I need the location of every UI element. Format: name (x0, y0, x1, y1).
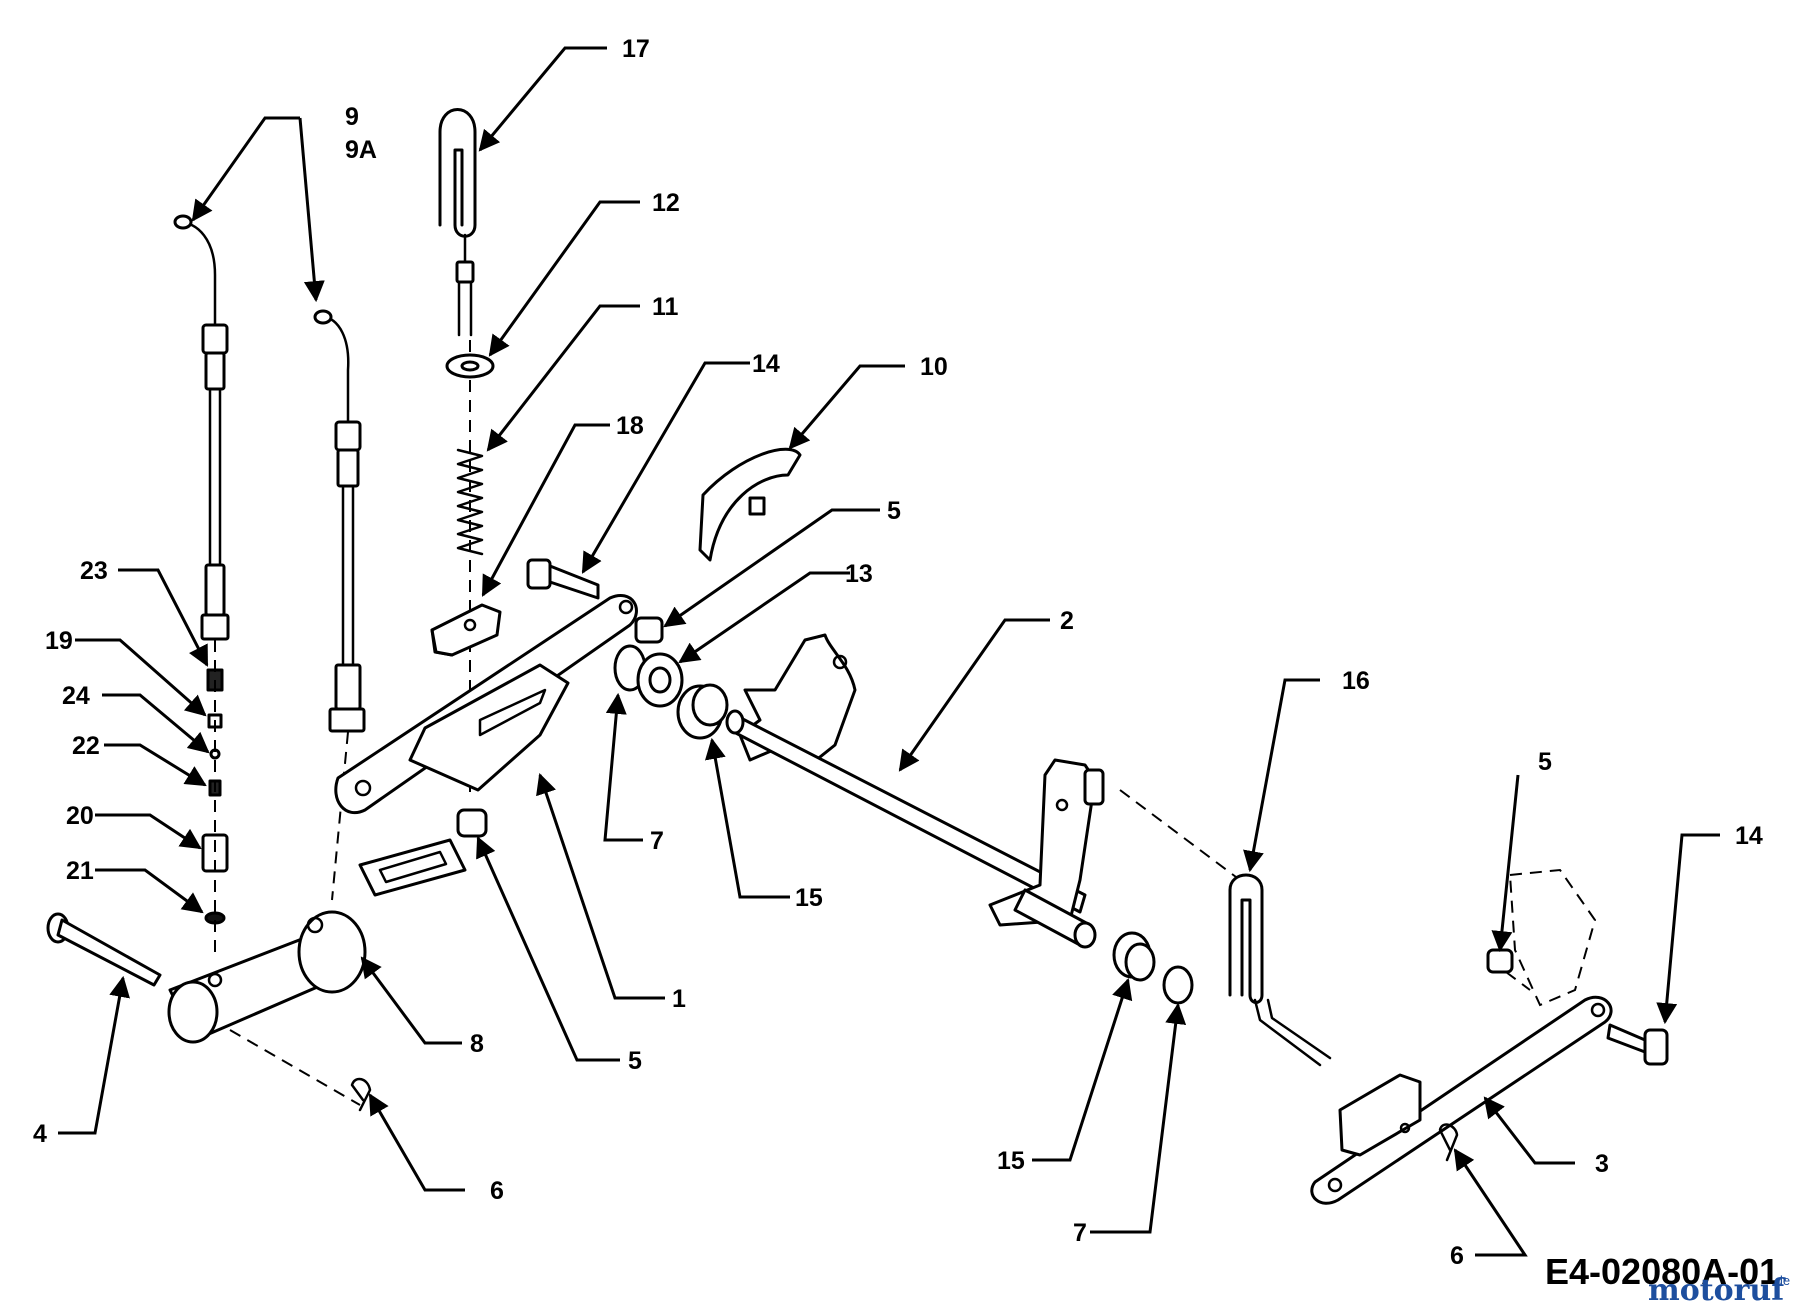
callout-2: 2 (1060, 607, 1074, 635)
washer-12 (445, 353, 495, 379)
lift-lever-1 (334, 594, 638, 815)
callout-1: 1 (672, 985, 686, 1013)
ghost-bracket (1508, 868, 1597, 1007)
bushing-15-right (1112, 931, 1156, 982)
bracket-18 (430, 603, 502, 657)
callout-7-right: 7 (1073, 1219, 1087, 1247)
bolt-14-left (526, 558, 600, 600)
callout-23: 23 (80, 557, 108, 585)
snap-ring-7-right (1162, 965, 1194, 1005)
cross-shaft-2 (725, 633, 1105, 949)
watermark: motoruf (1648, 1273, 1786, 1303)
link-rod-16 (1228, 873, 1332, 1067)
callout-24: 24 (62, 682, 90, 710)
cotter-pin-6-left (350, 1077, 372, 1112)
callout-16: 16 (1342, 667, 1370, 695)
callout-13: 13 (845, 560, 873, 588)
callout-10: 10 (920, 353, 948, 381)
control-cable-9a (313, 309, 366, 733)
bolt-14-right (1606, 1023, 1669, 1066)
watermark-suffix: .de (1772, 1273, 1790, 1288)
drawing-code: E4-02080A-01 (1545, 1251, 1779, 1292)
callout-22: 22 (72, 732, 100, 760)
callout-3: 3 (1595, 1150, 1609, 1178)
callout-15-left: 15 (795, 884, 823, 912)
handle-rod-17 (438, 108, 477, 337)
nut-5-right (1486, 948, 1514, 974)
lift-lever-3 (1310, 995, 1613, 1205)
callout-9: 9 (345, 103, 359, 131)
cotter-pin-6-right (1438, 1123, 1459, 1162)
clevis-pin-4 (46, 912, 162, 987)
callout-12: 12 (652, 189, 680, 217)
callout-5-lower: 5 (628, 1047, 642, 1075)
callout-5-top: 5 (887, 497, 901, 525)
callout-9a: 9A (345, 136, 377, 164)
sector-plate-10 (698, 447, 802, 562)
nut-5-top (634, 616, 664, 644)
callout-20: 20 (66, 802, 94, 830)
washer-13 (636, 652, 684, 708)
callout-19: 19 (45, 627, 73, 655)
callout-14-right: 14 (1735, 822, 1763, 850)
callout-11: 11 (652, 293, 679, 321)
spring-11 (456, 448, 484, 556)
callout-6-right: 6 (1450, 1242, 1464, 1270)
callout-6-left: 6 (490, 1177, 504, 1205)
callout-14-top: 14 (752, 350, 780, 378)
callout-labels: 17 9 9A 12 11 14 10 18 5 13 2 16 5 14 23… (33, 35, 1763, 1270)
callout-17: 17 (622, 35, 650, 63)
callout-15-right: 15 (997, 1147, 1025, 1175)
callout-18: 18 (616, 412, 644, 440)
nut-5-lower (456, 808, 488, 838)
pivot-tube-8 (167, 838, 467, 1044)
leader-lines (58, 46, 1720, 1257)
callout-21: 21 (66, 857, 94, 885)
callout-8: 8 (470, 1030, 484, 1058)
control-cable-9 (173, 214, 230, 641)
callout-4: 4 (33, 1120, 47, 1148)
bushing-15-left (676, 683, 729, 740)
callout-7-left: 7 (650, 827, 664, 855)
callout-5-right: 5 (1538, 748, 1552, 776)
